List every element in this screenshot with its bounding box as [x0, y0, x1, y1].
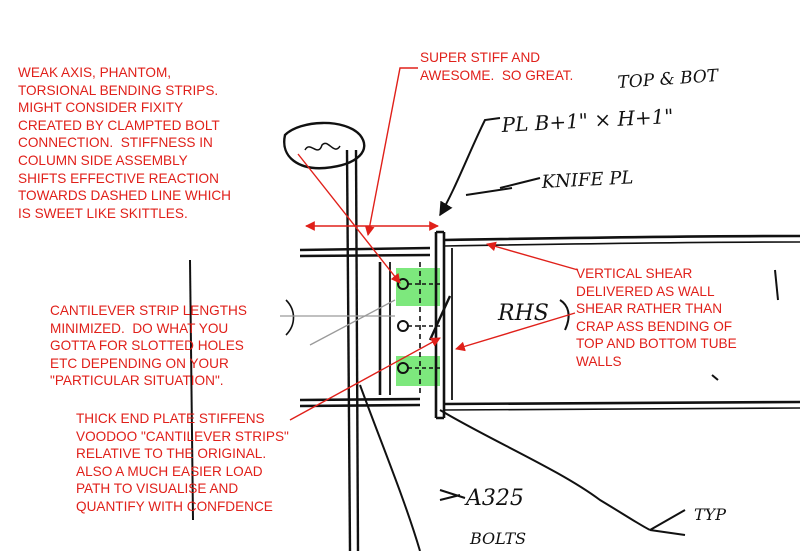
bolts — [397, 278, 440, 374]
column-side-plates — [299, 246, 431, 408]
rhs-tube — [443, 234, 800, 411]
hand-typ: TYP — [694, 505, 726, 524]
annotation-thick-end-plate: THICK END PLATE STIFFENS VOODOO "CANTILE… — [76, 411, 289, 514]
annotation-super-stiff: SUPER STIFF AND AWESOME. SO GREAT. — [420, 50, 574, 83]
column-top-cloud — [283, 121, 366, 170]
leader-super-stiff — [364, 67, 418, 236]
leader-thick-end-plate — [289, 337, 441, 421]
black-leaders — [285, 117, 686, 551]
red-leaders — [289, 67, 579, 421]
hand-rhs: RHS — [497, 301, 549, 326]
grey-leaders — [280, 299, 396, 346]
leader-vertical-shear-2 — [455, 312, 576, 352]
hand-plate-size: PL B+1" × H+1" — [500, 104, 674, 137]
knife-plate — [428, 295, 452, 341]
hand-a325: A325 — [464, 486, 524, 511]
annotation-vertical-shear: VERTICAL SHEAR DELIVERED AS WALL SHEAR R… — [576, 266, 737, 369]
annotation-weak-axis: WEAK AXIS, PHANTOM, TORSIONAL BENDING ST… — [18, 65, 231, 221]
upper-strip-highlight — [396, 268, 440, 306]
lower-strip-highlight — [396, 356, 440, 386]
hand-bolts: BOLTS — [469, 529, 526, 548]
hand-knife-pl: KNIFE PL — [540, 167, 634, 193]
hand-top-bot: TOP & BOT — [617, 66, 721, 93]
leader-weak-axis — [297, 153, 401, 284]
cantilever-strip-highlights — [396, 268, 440, 386]
annotation-cantilever: CANTILEVER STRIP LENGTHS MINIMIZED. DO W… — [50, 303, 247, 389]
leader-vertical-shear — [486, 241, 579, 271]
